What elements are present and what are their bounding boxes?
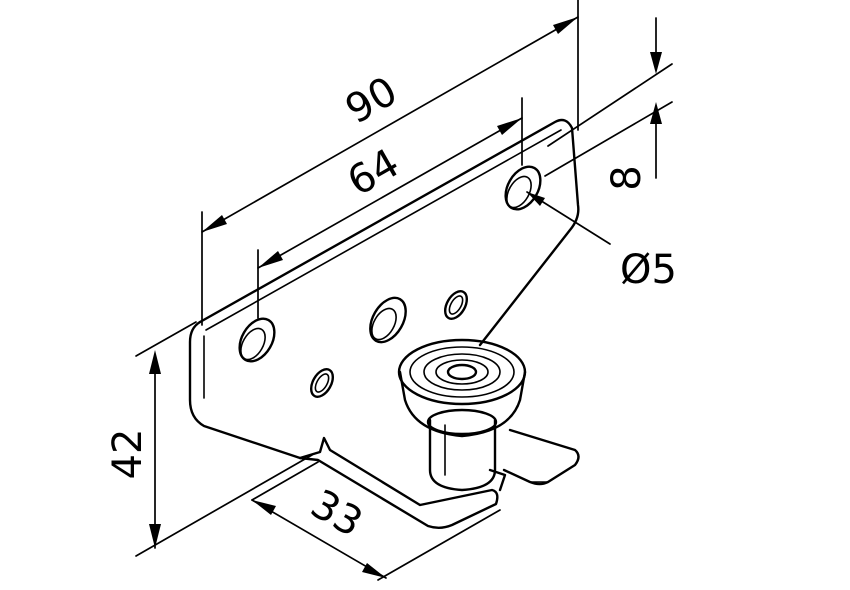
base-flange — [298, 436, 499, 529]
dimension-height: 42 — [105, 321, 313, 557]
label-hole-spacing: 64 — [340, 140, 407, 205]
label-overall-length: 90 — [338, 68, 405, 133]
label-hole-diameter: Ø5 — [620, 247, 677, 293]
mounting-hole-right — [504, 165, 542, 211]
roller-wheel — [397, 338, 527, 492]
mounting-hole-center — [369, 296, 407, 344]
mounting-holes — [238, 165, 542, 363]
dimension-hole-diameter: Ø5 — [526, 191, 677, 293]
threaded-hole-left — [309, 368, 335, 398]
threaded-hole-right — [443, 290, 469, 320]
label-height: 42 — [105, 429, 151, 480]
dimension-hole-spacing: 64 — [257, 97, 523, 319]
label-hole-offset: 8 — [604, 165, 650, 190]
mounting-hole-left — [238, 317, 276, 363]
threaded-holes — [309, 290, 469, 398]
side-tab — [488, 428, 580, 492]
bracket-plate — [188, 118, 580, 460]
dimension-hole-offset: 8 — [544, 17, 673, 191]
label-base-depth: 33 — [303, 481, 370, 546]
